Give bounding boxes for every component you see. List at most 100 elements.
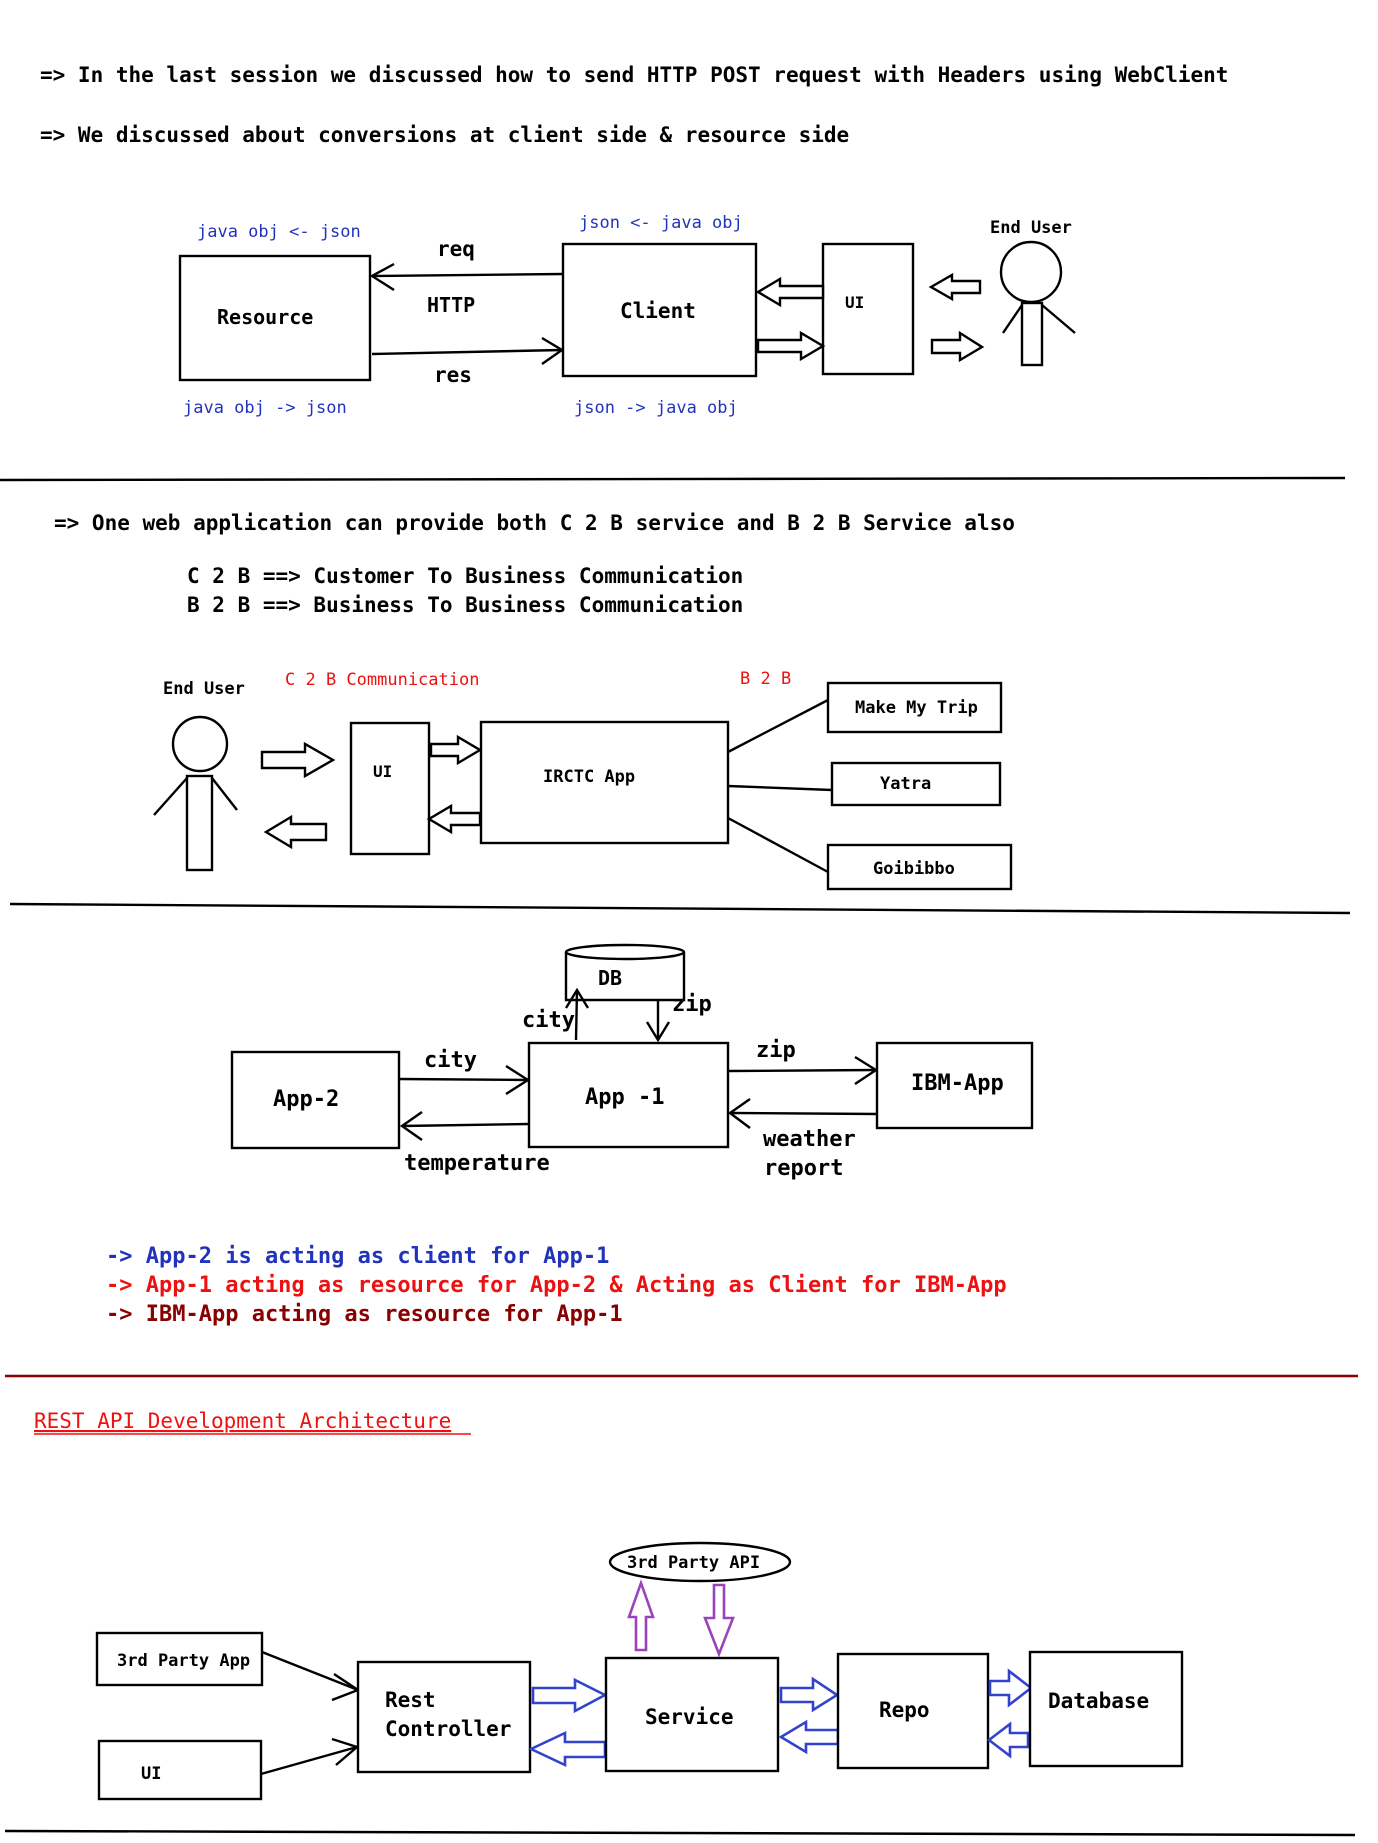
resource-conversion-bottom: java obj -> json xyxy=(183,398,347,418)
city-db-label: city xyxy=(522,1008,575,1033)
user-to-ui-hollow-arrow xyxy=(928,272,982,302)
partner-label-makemytrip: Make My Trip xyxy=(855,698,978,718)
db-to-app1-zip-arrowhead xyxy=(645,1021,671,1043)
app2-to-app1-city-arrow xyxy=(398,1077,529,1082)
client-to-ui-hollow-arrow xyxy=(756,330,826,362)
ui-box-4 xyxy=(97,1739,263,1801)
database-label: Database xyxy=(1048,1689,1149,1713)
client-conversion-bottom: json -> java obj xyxy=(574,398,738,418)
service-box xyxy=(604,1656,780,1773)
irctc-to-yatra-line xyxy=(727,784,833,792)
section2-line-1: => One web application can provide both … xyxy=(54,511,1015,535)
ui-label-4: UI xyxy=(141,1764,161,1784)
temperature-label: temperature xyxy=(404,1151,550,1176)
irctc-app-label: IRCTC App xyxy=(543,767,635,787)
irctc-to-goibibbo-line xyxy=(727,816,829,874)
api-to-service-purple-arrow xyxy=(703,1583,735,1658)
b2b-definition: B 2 B ==> Business To Business Communica… xyxy=(187,593,743,617)
app1-to-app2-temperature-arrow xyxy=(401,1122,530,1128)
irctc-app-box xyxy=(479,720,730,845)
city-to-db-arrowhead xyxy=(564,987,590,1009)
partner-box-yatra xyxy=(830,761,1002,807)
app2-label: App-2 xyxy=(273,1087,339,1112)
zip-label: zip xyxy=(756,1038,796,1063)
diagram-rest-architecture: 3rd Party API 3rd Party App UI Rest Cont… xyxy=(95,1541,1184,1801)
resource-label: Resource xyxy=(217,305,313,329)
app1-box xyxy=(527,1041,730,1149)
third-party-app-to-controller-arrowhead xyxy=(331,1673,361,1702)
separator-2 xyxy=(9,902,1351,915)
irctc-to-makemytrip-line xyxy=(727,698,829,754)
end-user-label: End User xyxy=(990,218,1072,238)
rest-controller-label-line-2: Controller xyxy=(385,1717,511,1741)
third-party-app-box xyxy=(95,1631,264,1687)
rest-controller-label-line-1: Rest xyxy=(385,1688,436,1712)
third-party-api-label: 3rd Party API xyxy=(627,1553,760,1573)
client-label: Client xyxy=(620,299,696,323)
ui-to-user-hollow-arrow xyxy=(930,330,985,363)
ui-to-user-hollow-arrow-2 xyxy=(263,814,328,850)
database-box xyxy=(1028,1650,1184,1768)
weather-label-line-1: weather xyxy=(763,1127,856,1152)
user-to-ui-hollow-arrow-2 xyxy=(260,741,336,779)
c2b-communication-label: C 2 B Communication xyxy=(285,670,479,690)
app2-box xyxy=(230,1050,401,1150)
separator-1 xyxy=(0,476,1346,482)
resource-box xyxy=(178,254,372,382)
client-box xyxy=(561,242,758,378)
ibm-to-app1-weather-arrow xyxy=(729,1111,878,1116)
res-arrow xyxy=(371,348,563,356)
note-app2-client: -> App-2 is acting as client for App-1 xyxy=(106,1244,609,1269)
partner-box-goibibbo xyxy=(826,843,1013,891)
partner-label-yatra: Yatra xyxy=(880,774,931,794)
service-to-controller-blue-arrow xyxy=(527,1730,607,1768)
service-label: Service xyxy=(645,1705,734,1729)
b2b-label: B 2 B xyxy=(740,669,791,689)
third-party-api-ellipse xyxy=(608,1541,792,1583)
c2b-definition: C 2 B ==> Customer To Business Communica… xyxy=(187,564,743,588)
ibm-to-app1-weather-arrowhead xyxy=(727,1098,751,1129)
db-label: DB xyxy=(598,966,622,990)
ui-to-irctc-hollow-arrow xyxy=(429,734,483,766)
http-label: HTTP xyxy=(427,293,475,317)
app1-label: App -1 xyxy=(585,1085,664,1110)
ui-box xyxy=(821,242,915,376)
note-ibm-resource: -> IBM-App acting as resource for App-1 xyxy=(106,1302,623,1327)
client-conversion-top: json <- java obj xyxy=(579,213,743,233)
separator-4 xyxy=(4,1829,1356,1837)
ibm-app-label: IBM-App xyxy=(911,1071,1004,1096)
ui-label: UI xyxy=(845,293,864,312)
res-arrowhead xyxy=(541,336,565,365)
req-label: req xyxy=(437,237,475,261)
service-to-api-purple-arrow xyxy=(627,1579,655,1652)
third-party-app-label: 3rd Party App xyxy=(117,1651,250,1671)
note-app1-resource-client: -> App-1 acting as resource for App-2 & … xyxy=(106,1273,1007,1298)
city-to-db-arrow xyxy=(574,989,579,1041)
partner-box-makemytrip xyxy=(826,681,1003,734)
resource-conversion-top: java obj <- json xyxy=(197,222,361,242)
ui-to-client-hollow-arrow xyxy=(755,276,825,308)
city-label: city xyxy=(424,1048,477,1073)
app2-to-app1-city-arrowhead xyxy=(505,1064,531,1096)
ui-box-2 xyxy=(349,721,431,856)
diagram-app-chain: DB city zip App-2 App -1 IBM-App city te… xyxy=(230,943,1034,1181)
zip-db-label: zip xyxy=(672,992,712,1017)
ui-to-controller-arrow xyxy=(260,1745,358,1776)
end-user-figure-2 xyxy=(153,715,238,872)
req-arrowhead xyxy=(369,262,395,292)
controller-to-service-blue-arrow xyxy=(531,1677,608,1714)
diagram-webclient-conversion: Resource Client UI req HTTP res java obj… xyxy=(178,213,1076,418)
app1-to-ibm-zip-arrow xyxy=(727,1068,877,1073)
rest-architecture-title: REST API Development Architecture xyxy=(34,1409,451,1433)
db-cylinder xyxy=(564,943,686,1002)
repo-box xyxy=(836,1652,990,1770)
repo-to-service-blue-arrow xyxy=(778,1719,840,1755)
irctc-to-ui-hollow-arrow xyxy=(426,803,482,835)
weather-label-line-2: report xyxy=(764,1156,843,1181)
req-arrow xyxy=(371,272,564,278)
diagram-c2b-b2b: End User C 2 B Communication B 2 B UI IR… xyxy=(153,669,1013,891)
end-user-label-2: End User xyxy=(163,679,245,699)
database-to-repo-blue-arrow xyxy=(986,1721,1030,1759)
res-label: res xyxy=(434,363,472,387)
